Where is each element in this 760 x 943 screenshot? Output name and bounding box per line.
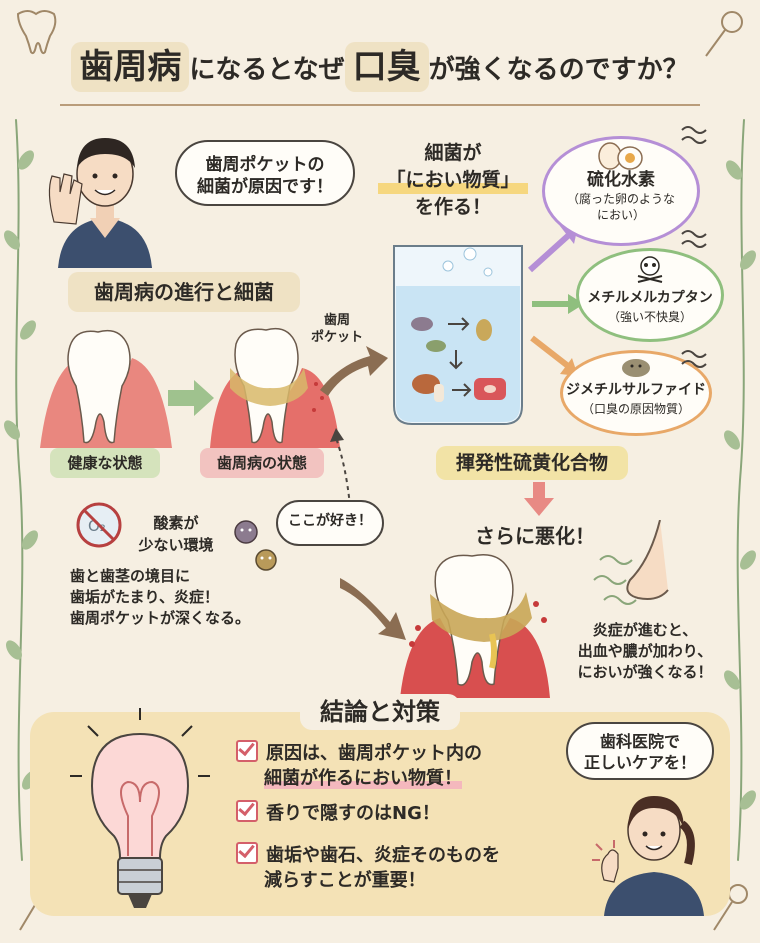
conclusion-item-3: 歯垢や歯石、炎症そのものを 減らすことが重要！ — [236, 842, 500, 893]
dentist-line2: 正しいケアを！ — [583, 753, 696, 772]
gas1-note-line2: におい） — [596, 208, 645, 222]
worsened-gum — [400, 618, 550, 698]
title-divider — [60, 104, 700, 106]
periodontal-pocket-label: 歯周 ポケット — [302, 312, 372, 346]
svg-text:O₂: O₂ — [88, 517, 106, 535]
food-protein-icon — [412, 374, 506, 402]
gas3-note: （口臭の原因物質） — [581, 402, 690, 416]
likes-here-bubble: ここが好き！ — [276, 500, 384, 546]
bacteria-line1: 細菌が — [424, 142, 482, 164]
cause-line1: 歯と歯茎の境目に — [70, 567, 191, 585]
worsened-tooth-illustration — [340, 554, 550, 698]
progression-heading: 歯周病の進行と細菌 — [68, 272, 300, 312]
beaker-illustration — [393, 245, 523, 425]
gas1-name: 硫化水素 — [587, 170, 655, 190]
worse-line1: 炎症が進むと、 — [592, 621, 698, 639]
oxygen-line2: 少ない環境 — [138, 536, 214, 554]
title-text-2: が強くなるのですか？ — [428, 55, 689, 85]
item3-line2: 減らすことが重要！ — [264, 870, 426, 891]
worse-line2: 出血や膿が加わり、 — [577, 642, 713, 660]
arrow-to-gas3-icon — [530, 335, 570, 369]
title-highlight-disease: 歯周病 — [71, 42, 190, 92]
cause-line2: 歯垢がたまり、炎症！ — [70, 588, 219, 606]
arrow-to-worse-icon — [340, 578, 406, 640]
tooth-progression-illustration — [40, 327, 340, 448]
doctor-illustration — [48, 138, 152, 268]
no-oxygen-icon: O₂ — [76, 502, 122, 548]
dashed-arrow-icon — [335, 437, 351, 507]
item3-line1: 歯垢や歯石、炎症そのものを — [266, 845, 500, 866]
item1-line1: 原因は、歯周ポケット内の — [266, 743, 482, 764]
oxygen-line1: 酸素が — [153, 514, 199, 532]
low-oxygen-label: 酸素が 少ない環境 — [126, 512, 226, 556]
page-title: 歯周病になるとなぜ口臭が強くなるのですか？ — [40, 42, 720, 100]
gas3-name: ジメチルサルファイド — [566, 382, 706, 398]
diseased-tooth-icon — [234, 327, 299, 444]
conclusion-title: 結論と対策 — [300, 694, 460, 730]
bacteria-cluster-icon — [411, 317, 492, 370]
gas2-name: メチルメルカプタン — [587, 290, 713, 306]
conclusion-item-2: 香りで隠すのはNG！ — [236, 800, 440, 826]
progression-arrow-icon — [168, 380, 214, 416]
title-text-1: になるとなぜ — [189, 55, 345, 85]
title-highlight-breath: 口臭 — [344, 42, 429, 92]
doctor-speech-bubble: 歯周ポケットの 細菌が原因です！ — [175, 140, 355, 206]
checkbox-icon — [236, 740, 258, 762]
cause-description: 歯と歯茎の境目に 歯垢がたまり、炎症！ 歯周ポケットが深くなる。 — [70, 566, 300, 629]
nose-icon — [593, 520, 669, 605]
conclusion-item-1: 原因は、歯周ポケット内の 細菌が作るにおい物質！ — [236, 740, 482, 791]
healthy-tooth-icon — [67, 329, 131, 444]
worse-line3: においが強くなる！ — [577, 663, 713, 681]
pocket-label-line1: 歯周 — [323, 313, 350, 328]
gas-hydrogen-sulfide-cloud: 硫化水素 （腐った卵のような におい） — [542, 136, 700, 246]
arrow-to-gas1-icon — [527, 231, 573, 273]
bacteria-line3: を作る！ — [414, 196, 491, 218]
bacteria-line2: 「におい物質」 — [378, 167, 528, 194]
down-arrow-icon — [524, 482, 554, 516]
arrow-to-beaker-icon — [320, 346, 388, 396]
corner-tooth-icon — [16, 10, 57, 55]
skull-icon — [637, 256, 663, 283]
doctor-speech-line1: 歯周ポケットの — [205, 155, 325, 175]
item1-line2: 細菌が作るにおい物質！ — [264, 768, 462, 789]
checkbox-icon — [236, 842, 258, 864]
lightbulb-icon — [70, 708, 210, 908]
volatile-sulfur-compounds-label: 揮発性硫黄化合物 — [436, 446, 628, 480]
cause-line3: 歯周ポケットが深くなる。 — [70, 609, 251, 627]
worsening-title: さらに悪化！ — [475, 524, 595, 548]
dentist-illustration — [592, 796, 704, 916]
flow-arrows — [320, 346, 388, 507]
checkbox-icon — [236, 800, 258, 822]
disease-state-label: 歯周病の状態 — [200, 448, 324, 478]
gas-methyl-mercaptan-cloud: メチルメルカプタン （強い不快臭） — [576, 248, 724, 342]
rotten-egg-icon — [598, 142, 643, 170]
doctor-speech-line2: 細菌が原因です！ — [197, 177, 333, 197]
gas2-note: （強い不快臭） — [607, 310, 692, 324]
stink-lines-icon — [681, 126, 707, 368]
dentist-line1: 歯科医院で — [599, 732, 680, 751]
inflammation-description: 炎症が進むと、 出血や膿が加わり、 においが強くなる！ — [560, 620, 730, 683]
bottom-mirror-icon — [728, 884, 748, 904]
dentist-speech-bubble: 歯科医院で 正しいケアを！ — [566, 722, 714, 780]
healthy-state-label: 健康な状態 — [50, 448, 160, 478]
pocket-label-line2: ポケット — [310, 330, 363, 345]
odor-lump-icon — [622, 359, 650, 377]
corner-mirror-icon — [705, 11, 743, 57]
item2-text: 香りで隠すのはNG！ — [266, 803, 440, 824]
gas1-note-line1: （腐った卵のような — [566, 192, 675, 206]
bacteria-produce-label: 細菌が 「におい物質」 を作る！ — [378, 140, 528, 221]
anaerobic-bacteria-icon — [234, 520, 277, 571]
